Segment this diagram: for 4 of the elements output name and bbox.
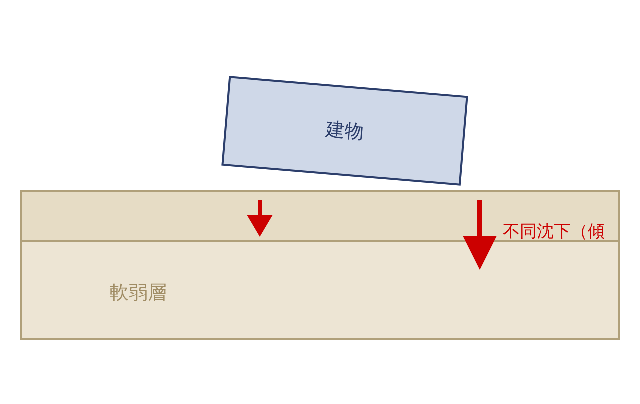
settlement-label: 不同沈下（傾 <box>503 221 605 243</box>
layer-label: 軟弱層 <box>110 281 167 306</box>
soft-ground-layer <box>20 190 620 340</box>
building-block: 建物 <box>222 76 468 186</box>
